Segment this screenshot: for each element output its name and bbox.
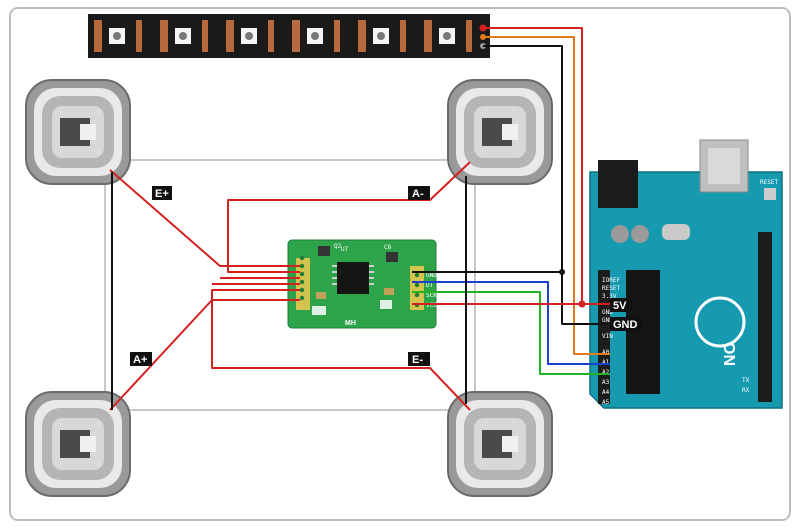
wires: [109, 27, 610, 411]
power-header: [598, 270, 610, 354]
wire-a-minus: [227, 161, 471, 273]
tag-a-plus: A+: [133, 354, 147, 366]
arduino-logo-text: ON: [720, 342, 737, 366]
hx711-board: U7 Q2 C6 MH GND DT SCK VCC: [287, 239, 437, 329]
arduino-ioref: IOREF: [602, 277, 620, 284]
wire-strip-din: [483, 36, 610, 355]
wire-e-minus: [211, 289, 471, 411]
arduino-uno: RESET ON IOREF RESET 3.3V GND GND VIN A0…: [589, 139, 783, 409]
hx711-marking: MH: [345, 320, 356, 327]
arduino-gnd-1: GND: [602, 309, 613, 316]
hx711-chip-label: U7: [341, 246, 349, 253]
reset-label: RESET: [760, 179, 778, 186]
label-gnd: GND: [613, 319, 638, 331]
platform-outline: [104, 159, 476, 411]
wire-strip-gnd: [483, 45, 610, 325]
hx711-q-label: Q2: [334, 243, 342, 250]
wire-e-plus: [109, 169, 300, 267]
arduino-a3: A3: [602, 379, 610, 386]
hx711-pin-vcc: VCC: [426, 302, 437, 309]
wire-hx-dt: [412, 281, 610, 365]
hx711-c-label: C6: [384, 244, 392, 251]
digital-header: [758, 232, 772, 402]
arduino-tx: TX: [742, 377, 750, 384]
load-cell-top-left: [25, 79, 131, 185]
wire-strip-5v: [483, 27, 610, 305]
arduino-vin: VIN: [602, 333, 613, 340]
reset-button: [764, 188, 776, 200]
led-strip: [88, 14, 490, 58]
power-jack: [598, 160, 638, 208]
tag-e-plus: E+: [155, 188, 169, 200]
load-cell-bottom-left: [25, 391, 131, 497]
wire-tags: E+ A- A+ E- 5V GND: [130, 186, 642, 366]
arduino-a1: A1: [602, 359, 610, 366]
tag-e-minus: E-: [412, 354, 423, 366]
arduino-3v3: 3.3V: [602, 293, 617, 300]
arduino-gnd-2: GND: [602, 317, 613, 324]
load-cell-top-right: [447, 79, 553, 185]
wire-junctions: [559, 269, 586, 308]
arduino-reset-pin: RESET: [602, 285, 620, 292]
load-cell-bottom-right: [447, 391, 553, 497]
arduino-a2: A2: [602, 369, 610, 376]
tag-a-minus: A-: [412, 188, 424, 200]
arduino-rx: RX: [742, 387, 750, 394]
wire-hx-sck: [412, 291, 610, 375]
arduino-a5: A5: [602, 399, 610, 406]
label-5v: 5V: [613, 300, 627, 312]
arduino-a4: A4: [602, 389, 610, 396]
hx711-pin-gnd: GND: [426, 272, 437, 279]
arduino-logo: [694, 296, 746, 348]
hx711-pin-dt: DT: [426, 282, 434, 289]
atmega-chip: [626, 270, 660, 394]
hx711-pin-sck: SCK: [426, 292, 437, 299]
arduino-a0: A0: [602, 349, 610, 356]
